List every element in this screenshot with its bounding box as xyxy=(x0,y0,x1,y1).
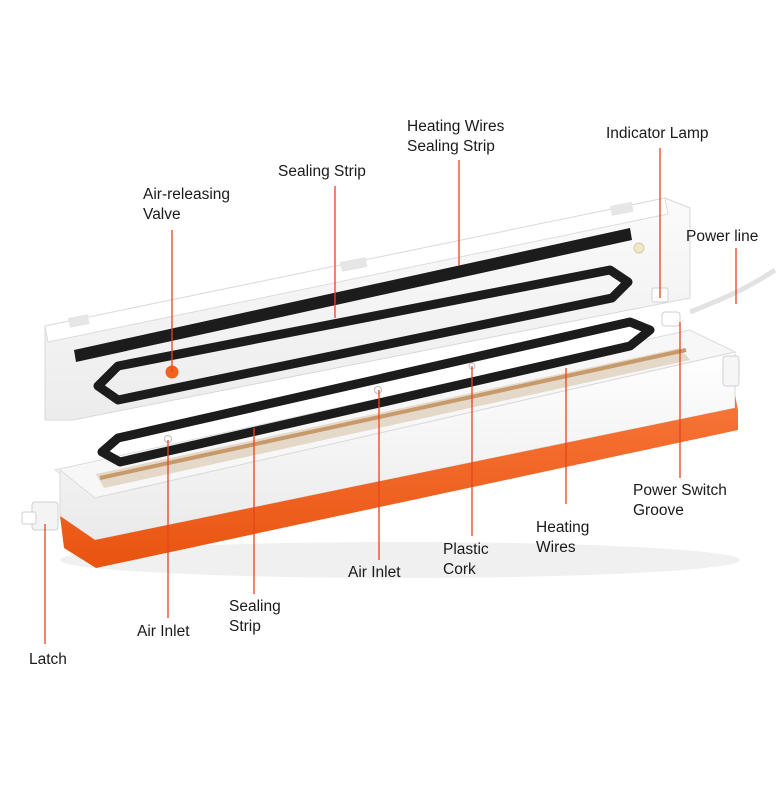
power-cord xyxy=(689,267,777,315)
label-indicator-lamp: Indicator Lamp xyxy=(606,125,709,142)
lid-loop-strip xyxy=(93,265,633,405)
base-loop-strip xyxy=(97,317,655,467)
label-heating-wires-sealing-strip: Heating Wires Sealing Strip xyxy=(407,118,505,155)
lid xyxy=(44,197,691,421)
label-sealing-strip-top: Sealing Strip xyxy=(278,163,366,180)
heating-wire xyxy=(99,348,687,480)
label-heating-wires: Heating Wires xyxy=(536,519,590,556)
latch-left xyxy=(21,501,59,531)
device-shadow xyxy=(60,542,740,578)
orange-bottom xyxy=(60,395,738,568)
label-power-switch-groove: Power Switch Groove xyxy=(633,482,727,519)
label-air-inlet-right: Air Inlet xyxy=(348,564,401,581)
indicator-lamp xyxy=(633,242,645,254)
label-sealing-strip-bottom: Sealing Strip xyxy=(229,598,281,635)
label-air-releasing-valve: Air-releasing Valve xyxy=(143,186,231,223)
label-plastic-cork: Plastic Cork xyxy=(443,541,489,578)
label-latch: Latch xyxy=(29,651,67,668)
label-air-inlet-left: Air Inlet xyxy=(137,623,190,640)
latch-right xyxy=(722,355,740,387)
label-power-line: Power line xyxy=(686,228,759,245)
lid-sealing-strip xyxy=(74,228,632,362)
